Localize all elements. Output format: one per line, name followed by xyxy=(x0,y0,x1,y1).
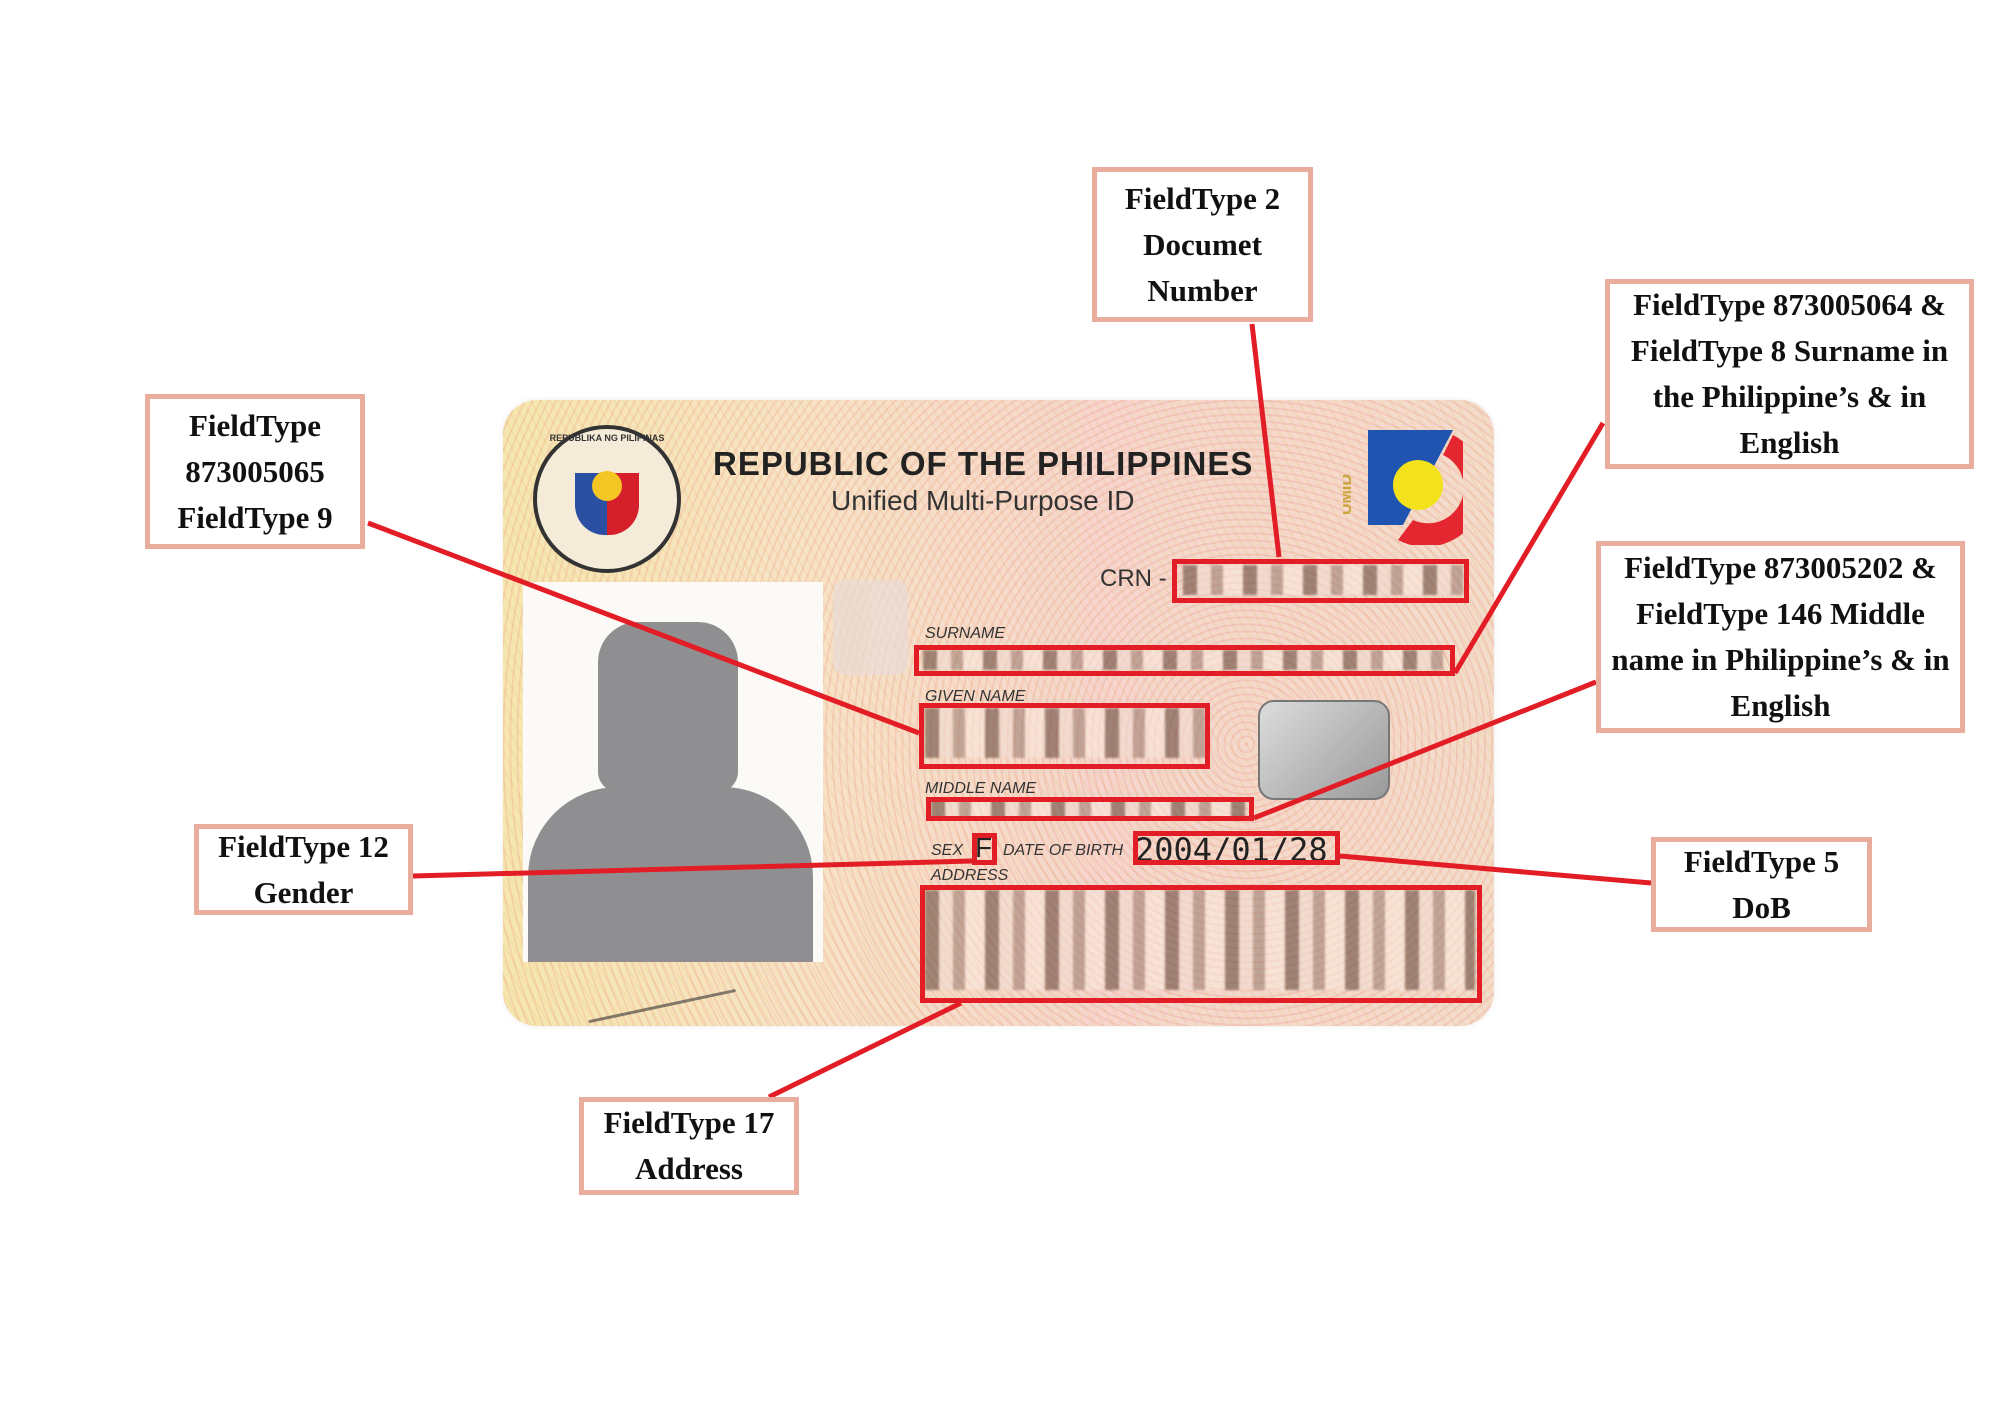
umid-logo: UMID xyxy=(1343,430,1463,545)
address-value-redacted xyxy=(925,890,1475,990)
surname-highlight xyxy=(914,645,1455,676)
given-name-highlight xyxy=(919,703,1210,769)
card-subtitle: Unified Multi-Purpose ID xyxy=(831,485,1135,516)
connector-document-number xyxy=(1249,323,1282,558)
crn-value-redacted xyxy=(1183,565,1463,595)
surname-value-redacted xyxy=(923,650,1443,670)
surname-label: SURNAME xyxy=(925,625,1006,642)
given-name-value-redacted xyxy=(925,708,1205,758)
card-title: REPUBLIC OF THE PHILIPPINES xyxy=(713,445,1254,482)
connector-gender xyxy=(412,858,973,879)
dob-label: DATE OF BIRTH xyxy=(1003,842,1124,859)
given-name-label: GIVEN NAME xyxy=(925,688,1026,705)
callout-gender: FieldType 12 Gender xyxy=(194,824,413,915)
callout-middle-name: FieldType 873005202 & FieldType 146 Midd… xyxy=(1596,541,1965,733)
sex-highlight xyxy=(972,833,997,865)
callout-given-name: FieldType 873005065 FieldType 9 xyxy=(145,394,365,549)
callout-surname: FieldType 873005064 & FieldType 8 Surnam… xyxy=(1605,279,1974,469)
address-highlight xyxy=(920,885,1482,1003)
middle-name-value-redacted xyxy=(931,800,1246,818)
callout-address: FieldType 17 Address xyxy=(579,1097,799,1195)
sex-value: F xyxy=(975,832,993,863)
sex-label: SEX xyxy=(931,842,964,859)
callout-document-number: FieldType 2 Documet Number xyxy=(1092,167,1313,322)
middle-name-label: MIDDLE NAME xyxy=(925,780,1037,797)
photo xyxy=(523,582,823,962)
connector-address xyxy=(767,1000,963,1100)
crn-highlight xyxy=(1172,559,1469,603)
callout-dob: FieldType 5 DoB xyxy=(1651,837,1872,932)
connector-dob xyxy=(1339,853,1652,886)
philippine-seal-logo: REPUBLIKA NG PILIPINAS xyxy=(533,425,681,573)
dob-highlight xyxy=(1133,831,1340,865)
connector-surname xyxy=(1452,421,1606,675)
address-label: ADDRESS xyxy=(931,867,1009,884)
connector-given-name xyxy=(367,520,920,736)
id-card: REPUBLIKA NG PILIPINAS REPUBLIC OF THE P… xyxy=(503,400,1494,1026)
seal-text: REPUBLIKA NG PILIPINAS xyxy=(549,433,665,443)
svg-text:UMID: UMID xyxy=(1343,474,1355,515)
crn-label: CRN - xyxy=(1100,565,1167,592)
smart-chip xyxy=(1258,700,1390,800)
middle-name-highlight xyxy=(926,797,1254,821)
connector-middle-name xyxy=(1253,679,1597,821)
ghost-photo xyxy=(833,580,908,675)
